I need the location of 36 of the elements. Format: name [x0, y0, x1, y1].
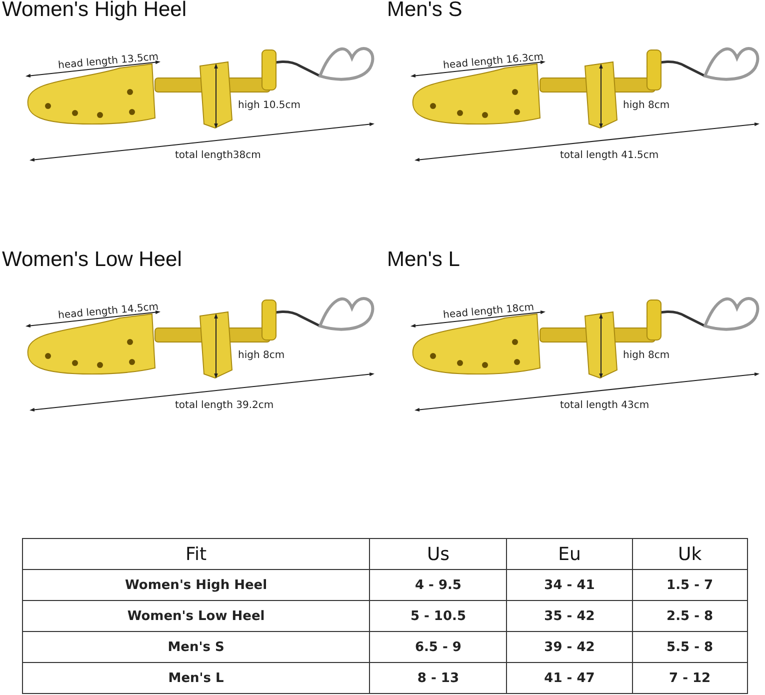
table-cell: 34 - 41 [506, 570, 632, 600]
dimension-label: head length 18cm [442, 302, 534, 321]
panel-title: Men's L [387, 248, 460, 272]
dimension-label: high 8cm [238, 350, 285, 361]
dimension-label: total length 41.5cm [560, 150, 659, 161]
table-cell: 4 - 9.5 [370, 570, 507, 600]
table-cell: 39 - 42 [506, 632, 632, 662]
table-cell: 35 - 42 [506, 600, 632, 632]
panel-title: Men's S [387, 0, 462, 22]
table-cell: Women's High Heel [22, 570, 370, 600]
dimension-label: head length 13.5cm [58, 52, 159, 72]
dimension-label: head length 14.5cm [58, 302, 159, 322]
dimension-label: high 8cm [623, 100, 670, 111]
table-cell: 1.5 - 7 [632, 570, 748, 600]
table-cell: 5 - 10.5 [370, 600, 507, 632]
table-cell: Men's L [22, 662, 370, 694]
panel-title: Women's High Heel [2, 0, 187, 22]
table-cell: 6.5 - 9 [370, 632, 507, 662]
dimension-label: high 8cm [623, 350, 670, 361]
dimension-label: head length 16.3cm [442, 52, 544, 72]
table-cell: 5.5 - 8 [632, 632, 748, 662]
column-header: Us [370, 538, 507, 570]
column-header: Uk [632, 538, 748, 570]
column-header: Eu [506, 538, 632, 570]
table-cell: 7 - 12 [632, 662, 748, 694]
table-cell: Men's S [22, 632, 370, 662]
dimension-label: total length 43cm [560, 400, 650, 411]
table-cell: Women's Low Heel [22, 600, 370, 632]
table-cell: 2.5 - 8 [632, 600, 748, 632]
table-cell: 8 - 13 [370, 662, 507, 694]
table-cell: 41 - 47 [506, 662, 632, 694]
dimension-label: total length 39.2cm [175, 400, 274, 411]
panel-title: Women's Low Heel [2, 248, 182, 272]
column-header: Fit [22, 538, 370, 570]
dimension-label: high 10.5cm [238, 100, 300, 111]
dimension-label: total length38cm [175, 150, 261, 161]
